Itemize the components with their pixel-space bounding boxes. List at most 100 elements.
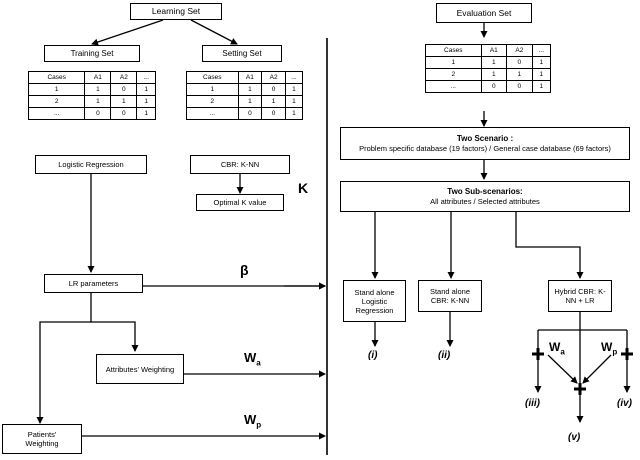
outcome-v-label: (v) bbox=[568, 432, 581, 443]
arrow-wa-merge bbox=[547, 354, 578, 384]
wa-merge-base: W bbox=[549, 340, 561, 354]
learning-set-box: Learning Set bbox=[130, 3, 222, 20]
hybrid-box: Hybrid CBR: K-NN + LR bbox=[548, 280, 612, 312]
table-cell: 1 bbox=[261, 95, 286, 108]
outcome-ii-label: (ii) bbox=[438, 350, 451, 361]
subscenario-text: All attributes / Selected attributes bbox=[430, 196, 540, 206]
evaluation-table: Cases A1 A2 ... 1 1 0 1 2 1 1 1 ... 0 0 … bbox=[425, 44, 552, 93]
table-cell: 2 bbox=[186, 95, 239, 108]
connector-lr-to-attributes bbox=[90, 293, 139, 352]
table-cell: 1 bbox=[237, 83, 263, 96]
wp-sub: p bbox=[256, 420, 262, 430]
arrow-learning-to-setting bbox=[190, 19, 238, 45]
wp-merge-sub: p bbox=[612, 347, 618, 357]
attributes-weighting-box: Attributes' Weighting bbox=[96, 354, 184, 384]
table-cell: 2 bbox=[425, 68, 482, 81]
table-row: 2 1 1 1 bbox=[186, 95, 304, 108]
table-cell: 0 bbox=[506, 56, 533, 69]
table-cell: 0 bbox=[110, 107, 138, 120]
table-cell: 1 bbox=[531, 80, 552, 93]
patients-weighting-box: Patients' Weighting bbox=[2, 424, 82, 454]
table-header-row: Cases A1 A2 ... bbox=[186, 71, 304, 84]
table-header-cell: Cases bbox=[27, 71, 86, 84]
table-header-cell: Cases bbox=[186, 71, 239, 84]
table-cell: 1 bbox=[84, 83, 112, 96]
table-cell: 1 bbox=[284, 107, 304, 120]
table-cell: 2 bbox=[27, 95, 86, 108]
outcome-iii-label: (iii) bbox=[525, 398, 540, 409]
table-header-cell: A1 bbox=[237, 71, 263, 84]
training-set-box: Training Set bbox=[44, 45, 140, 62]
table-header-cell: ... bbox=[136, 71, 156, 84]
table-cell: ... bbox=[186, 107, 239, 120]
wa-symbol: Wa bbox=[244, 350, 261, 368]
table-cell: 1 bbox=[480, 68, 508, 81]
table-row: ... 0 0 1 bbox=[27, 107, 156, 120]
table-row: ... 0 0 1 bbox=[186, 107, 304, 120]
table-cell: 1 bbox=[425, 56, 482, 69]
arrow-learning-to-training bbox=[91, 19, 164, 46]
beta-symbol: β bbox=[240, 262, 249, 278]
wa-base: W bbox=[244, 350, 257, 365]
optimal-k-box: Optimal K value bbox=[196, 194, 284, 211]
scenario-title: Two Scenario : bbox=[456, 134, 514, 144]
table-cell: 0 bbox=[506, 80, 533, 93]
table-row: 1 1 0 1 bbox=[27, 83, 156, 96]
table-header-cell: Cases bbox=[425, 44, 482, 57]
table-cell: 1 bbox=[284, 95, 304, 108]
wp-symbol: Wp bbox=[244, 412, 261, 430]
plus-marker-iii bbox=[532, 348, 544, 360]
table-cell: 1 bbox=[531, 56, 552, 69]
wp-merge-base: W bbox=[601, 340, 613, 354]
plus-marker-iv bbox=[621, 348, 633, 360]
table-cell: 1 bbox=[531, 68, 552, 81]
table-header-cell: A1 bbox=[84, 71, 112, 84]
table-row: 2 1 1 1 bbox=[425, 68, 552, 81]
setting-set-box: Setting Set bbox=[202, 45, 282, 62]
table-header-cell: A2 bbox=[110, 71, 138, 84]
table-cell: 0 bbox=[480, 80, 508, 93]
scenario-box: Two Scenario : Problem specific database… bbox=[340, 127, 630, 160]
table-cell: 1 bbox=[136, 83, 156, 96]
table-cell: 0 bbox=[237, 107, 263, 120]
table-cell: 1 bbox=[27, 83, 86, 96]
table-row: 1 1 0 1 bbox=[425, 56, 552, 69]
table-cell: 0 bbox=[261, 107, 286, 120]
table-cell: 1 bbox=[136, 107, 156, 120]
table-header-row: Cases A1 A2 ... bbox=[425, 44, 552, 57]
subscenario-box: Two Sub-scenarios: All attributes / Sele… bbox=[340, 181, 630, 212]
table-cell: 1 bbox=[284, 83, 304, 96]
wa-sub: a bbox=[256, 358, 261, 368]
table-row: 2 1 1 1 bbox=[27, 95, 156, 108]
table-header-cell: ... bbox=[284, 71, 304, 84]
wp-base: W bbox=[244, 412, 257, 427]
arrow-wp-merge bbox=[582, 354, 612, 384]
scenario-text: Problem specific database (19 factors) /… bbox=[359, 143, 611, 153]
wa-merge-sub: a bbox=[560, 347, 565, 357]
table-cell: 0 bbox=[261, 83, 286, 96]
standalone-cbr-box: Stand alone CBR: K-NN bbox=[418, 280, 482, 312]
table-cell: 1 bbox=[480, 56, 508, 69]
table-cell: 1 bbox=[186, 83, 239, 96]
table-header-cell: A2 bbox=[506, 44, 533, 57]
table-cell: 1 bbox=[84, 95, 112, 108]
connector-lr-to-patients bbox=[36, 321, 91, 424]
wa-merge-symbol: Wa bbox=[549, 340, 565, 356]
wp-merge-symbol: Wp bbox=[601, 340, 617, 356]
table-row: 1 1 0 1 bbox=[186, 83, 304, 96]
cbr-knn-box: CBR: K-NN bbox=[190, 155, 290, 174]
table-cell: 1 bbox=[237, 95, 263, 108]
table-cell: ... bbox=[425, 80, 482, 93]
logistic-regression-box: Logistic Regression bbox=[35, 155, 147, 174]
table-header-row: Cases A1 A2 ... bbox=[27, 71, 156, 84]
standalone-lr-box: Stand alone Logistic Regression bbox=[343, 280, 406, 322]
table-cell: 1 bbox=[110, 95, 138, 108]
evaluation-set-box: Evaluation Set bbox=[436, 3, 532, 23]
outcome-i-label: (i) bbox=[368, 350, 378, 361]
table-cell: 1 bbox=[506, 68, 533, 81]
table-cell: 0 bbox=[110, 83, 138, 96]
connector-sub-to-hybrid bbox=[515, 212, 584, 279]
table-header-cell: A2 bbox=[261, 71, 286, 84]
lr-parameters-box: LR parameters bbox=[44, 274, 143, 293]
